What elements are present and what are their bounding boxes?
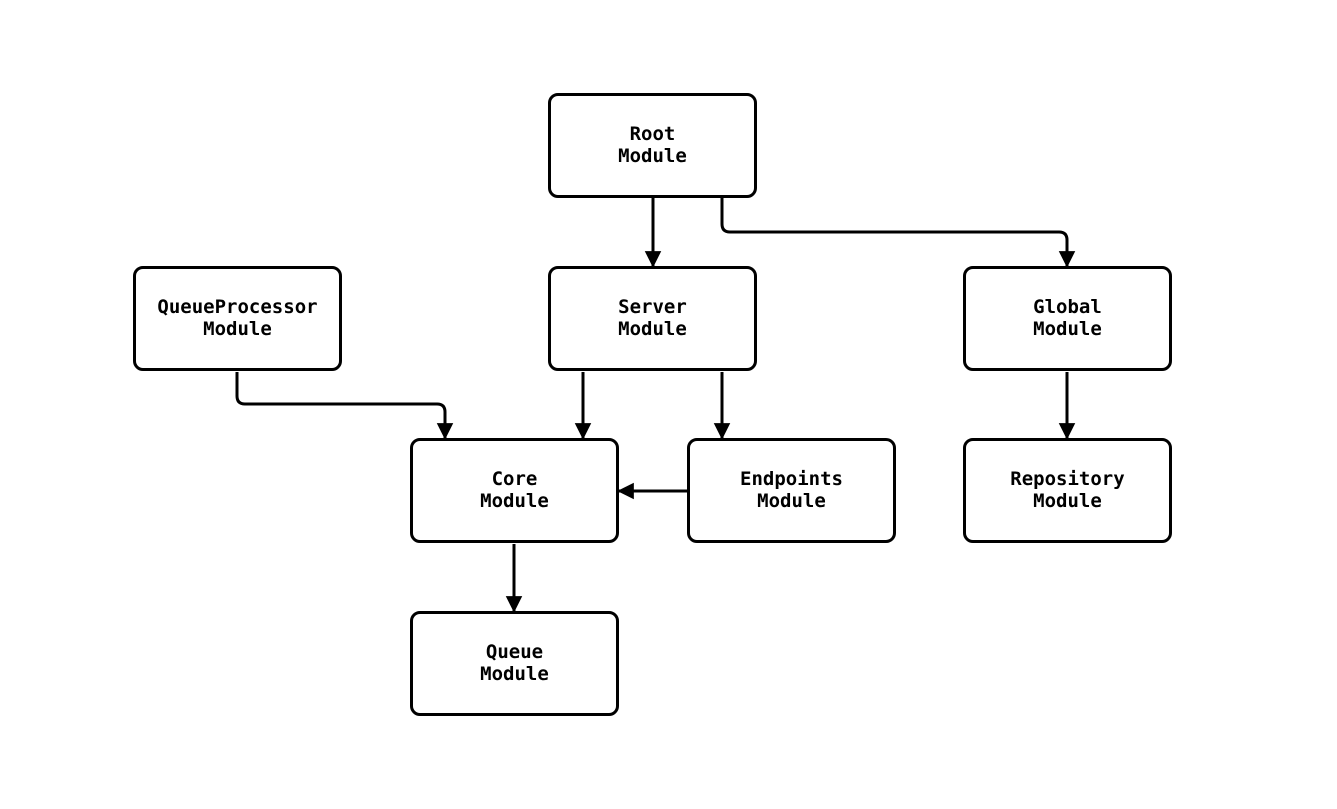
edge-queueprocessor-to-core — [235, 372, 454, 440]
node-server-module: Server Module — [548, 266, 757, 371]
node-label: QueueProcessor Module — [157, 296, 318, 340]
node-global-module: Global Module — [963, 266, 1172, 371]
node-label: Core Module — [480, 468, 549, 512]
node-queueprocessor-module: QueueProcessor Module — [133, 266, 342, 371]
node-queue-module: Queue Module — [410, 611, 619, 716]
node-root-module: Root Module — [548, 93, 757, 198]
edge-root-to-global — [720, 198, 1076, 268]
node-label: Global Module — [1033, 296, 1102, 340]
node-label: Repository Module — [1010, 468, 1125, 512]
node-label: Queue Module — [480, 641, 549, 685]
node-endpoints-module: Endpoints Module — [687, 438, 896, 543]
node-label: Endpoints Module — [740, 468, 843, 512]
node-label: Server Module — [618, 296, 687, 340]
node-label: Root Module — [618, 123, 687, 167]
node-core-module: Core Module — [410, 438, 619, 543]
node-repository-module: Repository Module — [963, 438, 1172, 543]
